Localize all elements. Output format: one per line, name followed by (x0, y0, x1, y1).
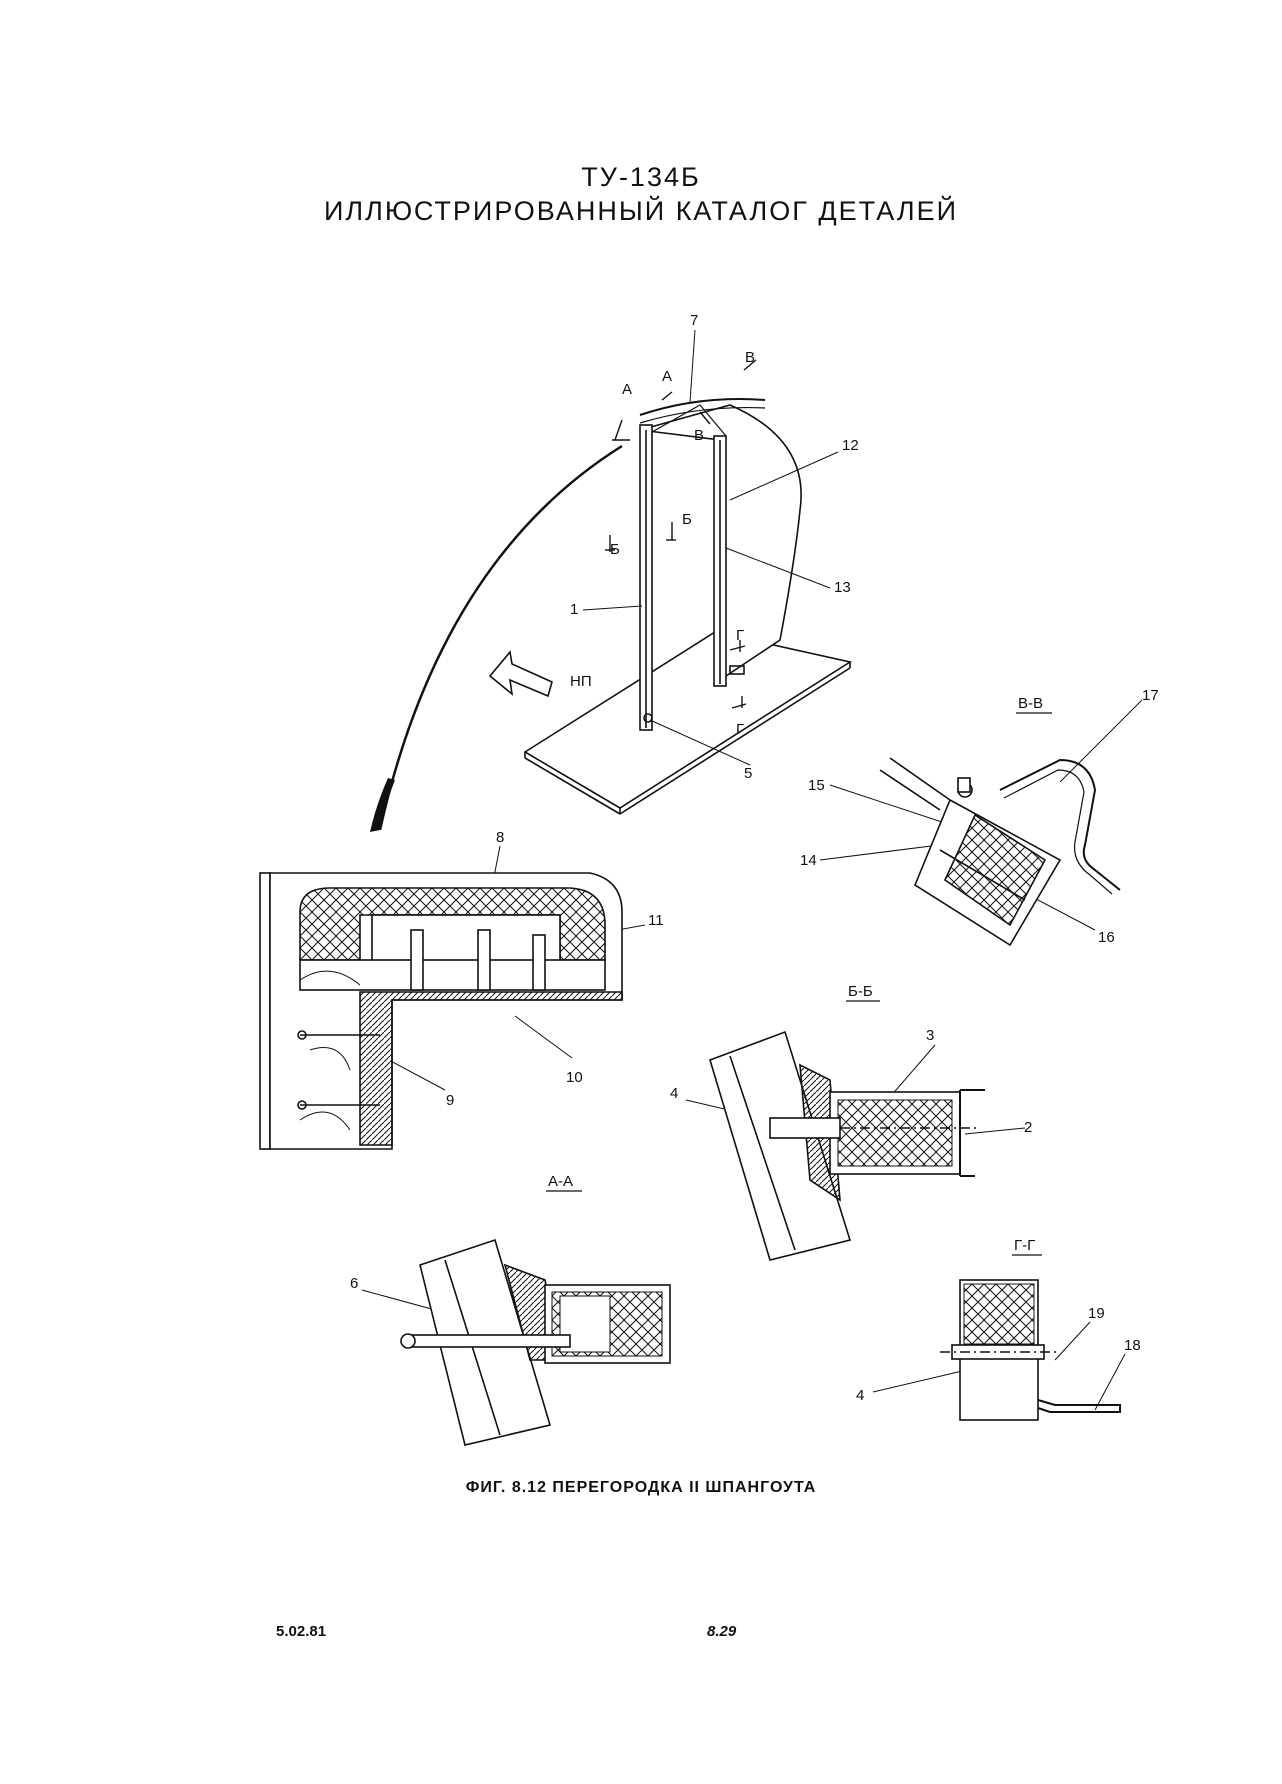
callout-19: 19 (1088, 1305, 1105, 1322)
cut-marks (605, 359, 757, 709)
callout-16: 16 (1098, 929, 1115, 946)
callout-10: 10 (566, 1069, 583, 1086)
callout-6: 7 (690, 312, 698, 329)
callout-2: 2 (1024, 1119, 1032, 1136)
footer-date: 5.02.81 (276, 1623, 327, 1640)
callout-5: 5 (744, 765, 752, 782)
callout-4: 4 (670, 1085, 678, 1102)
callout-17: 17 (1142, 687, 1159, 704)
callout-1: 1 (570, 601, 578, 618)
callout-18: 18 (1124, 1337, 1141, 1354)
section-mark-v2: В (694, 427, 704, 444)
callout-15: 15 (808, 777, 825, 794)
section-bb (709, 1030, 985, 1261)
callout-9: 9 (446, 1092, 454, 1109)
direction-label: НП (570, 673, 592, 690)
section-title-aa: А-А (548, 1173, 573, 1190)
section-mark-g1: Г (736, 627, 744, 644)
section-title-gg: Г-Г (1014, 1237, 1035, 1254)
callout-8: 8 (496, 829, 504, 846)
isometric-view (488, 398, 853, 815)
section-mark-a2: А (662, 368, 672, 385)
detail-a-cross-section (259, 872, 623, 1150)
footer-page-number: 8.29 (707, 1623, 737, 1640)
callout-4b: 4 (856, 1387, 864, 1404)
callout-3: 3 (926, 1027, 934, 1044)
section-aa (400, 1238, 671, 1446)
section-mark-g2: Г (736, 721, 744, 738)
callout-14: 14 (800, 852, 817, 869)
section-vv (879, 757, 1121, 947)
callout-13: 13 (834, 579, 851, 596)
section-mark-b1: Б (610, 541, 620, 558)
page-title: ТУ-134Б (581, 162, 701, 192)
section-mark-v1: В (745, 349, 755, 366)
section-mark-b2: Б (682, 511, 692, 528)
section-title-bb: Б-Б (848, 983, 873, 1000)
callout-11: 11 (648, 912, 664, 929)
figure-caption: ФИГ. 8.12 ПЕРЕГОРОДКА II ШПАНГОУТА (465, 1479, 817, 1496)
detail-pointer-curve (378, 444, 623, 831)
section-mark-a1: А (622, 381, 632, 398)
floor-plate (523, 631, 853, 809)
callout-7: 6 (350, 1275, 358, 1292)
callout-12: 12 (842, 437, 859, 454)
section-title-vv: В-В (1018, 695, 1043, 712)
section-gg (940, 1279, 1121, 1421)
page-subtitle: ИЛЛЮСТРИРОВАННЫЙ КАТАЛОГ ДЕТАЛЕЙ (324, 196, 958, 226)
forward-direction-arrow (488, 650, 553, 698)
